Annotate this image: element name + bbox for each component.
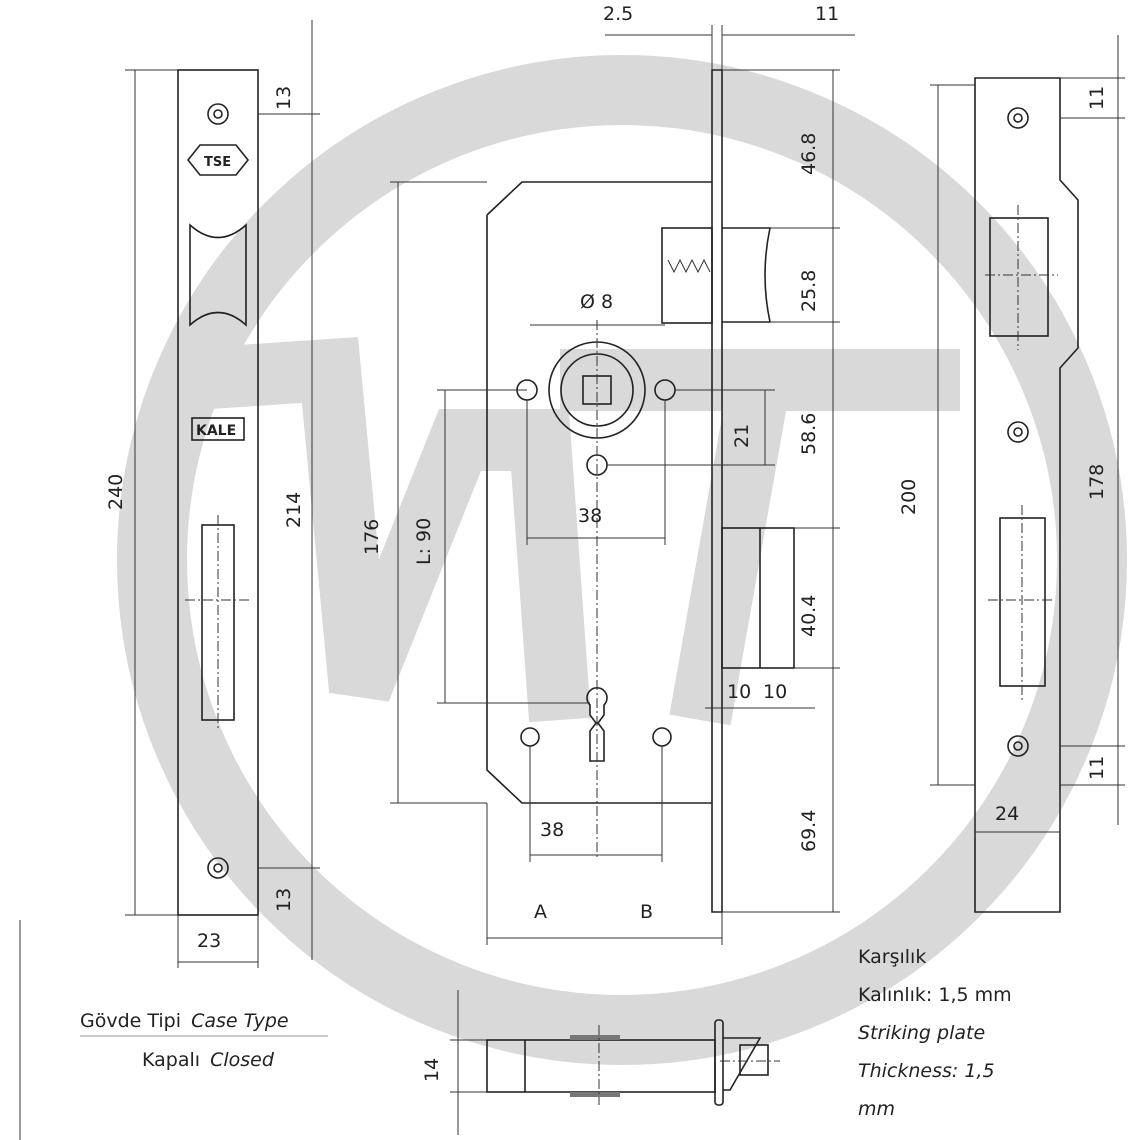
dim-L90: L: 90	[413, 518, 435, 565]
tse-logo: TSE	[186, 144, 250, 176]
dim-21: 21	[731, 424, 753, 448]
dim-13-top: 13	[273, 86, 295, 110]
svg-text:Gövde Tipi Case Type: Gövde Tipi Case Type	[80, 1010, 289, 1032]
dim-69-4: 69.4	[798, 810, 820, 852]
dim-13-bottom: 13	[273, 888, 295, 912]
dim-11-sp-bottom: 11	[1086, 756, 1108, 780]
dim-38-top: 38	[578, 505, 602, 527]
sp-line4: Thickness: 1,5	[858, 1060, 995, 1082]
dim-38-bottom: 38	[540, 819, 564, 841]
dim-178: 178	[1086, 464, 1108, 500]
sp-line3: Striking plate	[858, 1022, 985, 1044]
dim-46-8: 46.8	[798, 133, 820, 175]
sp-line1: Karşılık	[858, 946, 926, 968]
sp-line2: Kalınlık: 1,5 mm	[858, 984, 1012, 1006]
case-type-value-tr: Kapalı	[142, 1049, 200, 1071]
svg-text:KALE: KALE	[196, 423, 236, 439]
dim-10-b: 10	[763, 681, 787, 703]
dim-200: 200	[898, 479, 920, 515]
dim-40-4: 40.4	[798, 595, 820, 637]
dim-11-sp-top: 11	[1086, 86, 1108, 110]
case-type-label-en: Case Type	[191, 1010, 289, 1032]
dim-14: 14	[421, 1058, 443, 1082]
dim-24: 24	[995, 803, 1019, 825]
sp-line5: mm	[858, 1098, 895, 1120]
dim-diameter-8: Ø 8	[580, 291, 613, 313]
dim-240: 240	[105, 474, 127, 510]
dim-214: 214	[283, 492, 305, 528]
dim-11-top: 11	[815, 3, 839, 25]
dim-23: 23	[197, 930, 221, 952]
case-type-value-en: Closed	[210, 1049, 275, 1071]
lock-top-view	[486, 1019, 780, 1106]
dim-176: 176	[361, 519, 383, 555]
faceplate-front-view: TSE KALE	[177, 69, 259, 916]
dim-58-6: 58.6	[798, 413, 820, 455]
svg-text:TSE: TSE	[204, 155, 231, 170]
case-type-label-tr: Gövde Tipi	[80, 1010, 181, 1032]
label-B: B	[640, 901, 653, 923]
label-A: A	[534, 901, 547, 923]
striking-plate-view	[974, 77, 1079, 913]
watermark-logo	[117, 55, 1127, 1065]
svg-text:Kapalı Closed: Kapalı Closed	[142, 1049, 275, 1071]
case-type-note: Gövde Tipi Case Type Kapalı Closed	[80, 1010, 328, 1071]
dim-25-8: 25.8	[798, 270, 820, 312]
striking-plate-note: Karşılık Kalınlık: 1,5 mm Striking plate…	[858, 946, 1012, 1120]
kale-logo: KALE	[191, 417, 245, 441]
dim-10-a: 10	[727, 681, 751, 703]
dim-2-5: 2.5	[603, 3, 633, 25]
